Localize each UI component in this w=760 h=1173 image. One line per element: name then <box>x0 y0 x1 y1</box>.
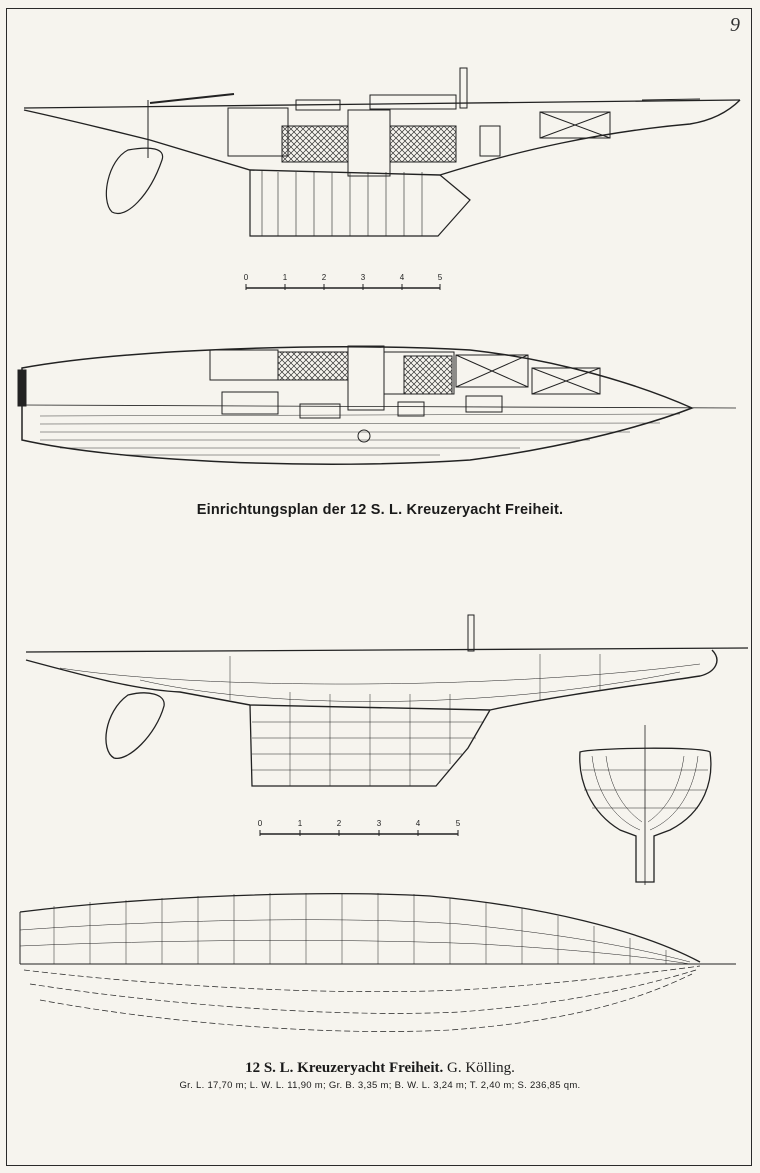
scale-labels-top: 0 1 2 3 4 5 <box>244 273 443 282</box>
arrangement-caption: Einrichtungsplan der 12 S. L. Kreuzeryac… <box>196 502 564 518</box>
lines-caption: 12 S. L. Kreuzeryacht Freiheit. G. Kölli… <box>0 1060 760 1077</box>
scale-label: 0 <box>258 819 263 828</box>
scale-label: 3 <box>361 273 366 282</box>
scale-label: 2 <box>322 273 327 282</box>
scale-label: 2 <box>337 819 342 828</box>
plate-border <box>6 8 752 1166</box>
arrangement-plan-view <box>17 345 737 465</box>
scale-label: 3 <box>377 819 382 828</box>
lines-caption-title: 12 S. L. Kreuzeryacht Freiheit. <box>245 1060 444 1076</box>
scale-label: 5 <box>456 819 461 828</box>
scale-label: 4 <box>400 273 405 282</box>
page-number: 9 <box>730 14 740 36</box>
scale-bar-bottom <box>259 830 459 836</box>
lines-caption-designer: G. Kölling. <box>447 1060 515 1076</box>
scale-labels-bottom: 0 1 2 3 4 5 <box>258 819 461 828</box>
specifications-line: Gr. L. 17,70 m; L. W. L. 11,90 m; Gr. B.… <box>179 1080 581 1091</box>
scale-label: 4 <box>416 819 421 828</box>
scale-label: 1 <box>298 819 303 828</box>
scale-label: 1 <box>283 273 288 282</box>
lines-profile <box>25 614 749 787</box>
half-breadth-plan <box>19 893 736 1032</box>
body-plan <box>579 725 712 885</box>
scale-bar-top <box>245 284 441 290</box>
scale-label: 5 <box>438 273 443 282</box>
arrangement-profile <box>23 67 741 237</box>
scale-label: 0 <box>244 273 249 282</box>
